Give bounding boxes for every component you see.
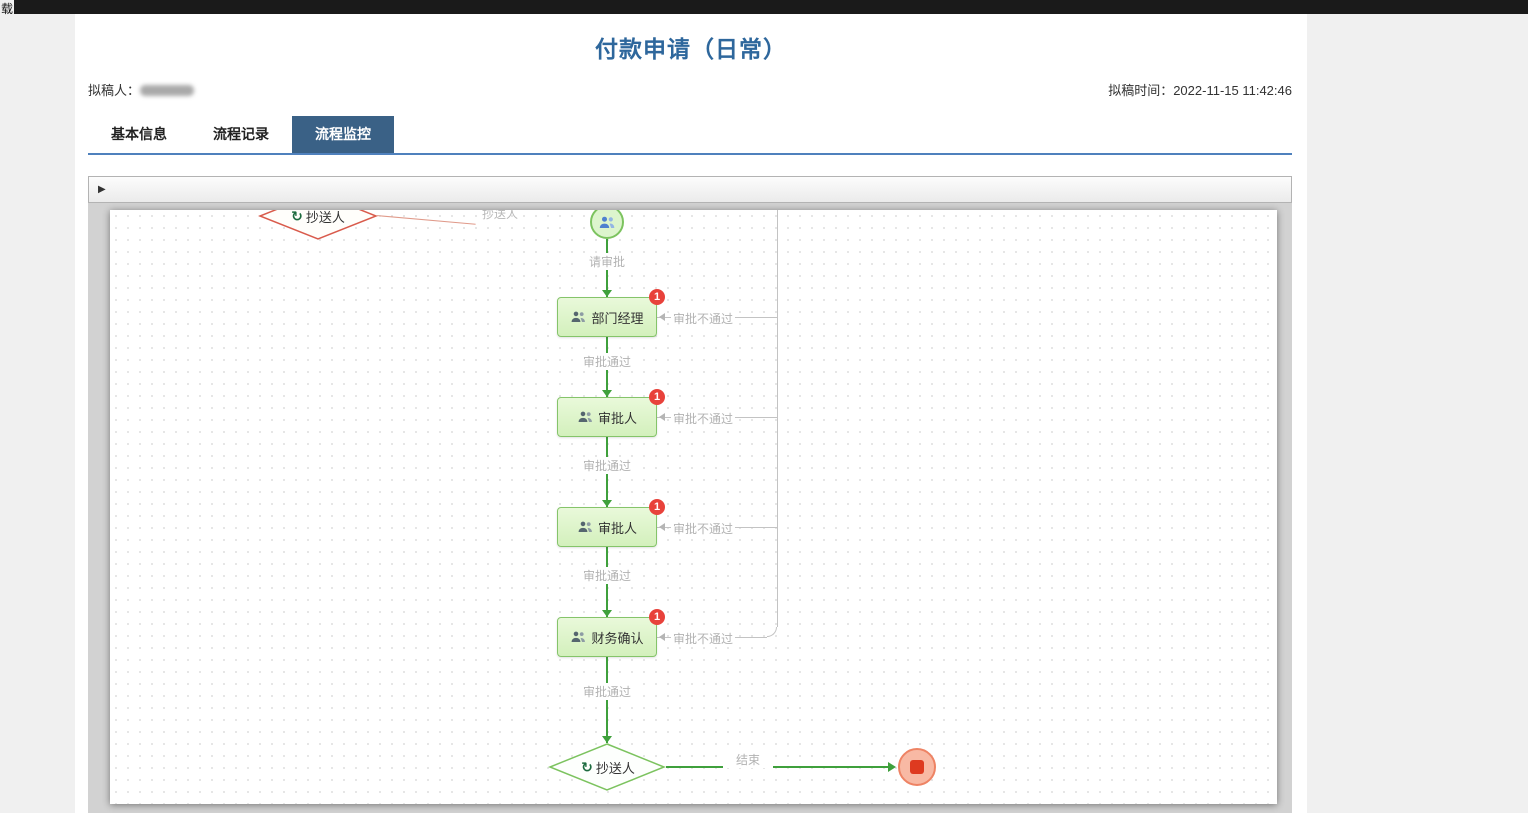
clipped-loading-text: 载: [1, 2, 14, 16]
node-label-row: ↻抄送人: [548, 743, 668, 791]
edge-label-pass: 审批通过: [577, 457, 637, 474]
edge-label-pass: 审批通过: [577, 353, 637, 370]
cc-node-top-clipped[interactable]: ↻抄送人: [258, 210, 378, 240]
arrow-down-icon: [602, 290, 612, 297]
edge-label-end: 结束: [723, 751, 773, 768]
users-icon: [570, 631, 586, 643]
copy-icon: ↻: [581, 758, 593, 775]
page-title: 付款申请（日常）: [595, 36, 787, 62]
users-icon: [577, 411, 593, 423]
edge-reject-corner: [767, 627, 777, 637]
arrow-down-icon: [602, 736, 612, 743]
flow-node-approver-2[interactable]: 审批人: [557, 507, 657, 547]
browser-top-bar: [14, 0, 1528, 14]
flow-node-approver-1[interactable]: 审批人: [557, 397, 657, 437]
flow-node-department-manager[interactable]: 部门经理: [557, 297, 657, 337]
expand-toolbar-icon[interactable]: ▶: [98, 184, 106, 195]
draft-time-field: 拟稿时间：2022-11-15 11:42:46: [1108, 83, 1292, 98]
end-node[interactable]: [898, 748, 936, 786]
pending-count-badge: 1: [649, 609, 665, 625]
edge-end: [666, 766, 890, 768]
tab-process-monitor[interactable]: 流程监控: [292, 116, 394, 153]
edge-label-reject: 审批不通过: [671, 310, 736, 327]
node-label: 抄送人: [595, 760, 635, 776]
drafter-label: 拟稿人：: [88, 83, 141, 98]
tab-underline: [88, 153, 1292, 155]
arrow-down-icon: [602, 610, 612, 617]
node-label: 部门经理: [591, 310, 644, 326]
edge-label-reject: 审批不通过: [671, 410, 736, 427]
cc-node-bottom[interactable]: ↻抄送人: [548, 743, 668, 791]
users-icon: [577, 521, 593, 533]
flow-node-finance-confirm[interactable]: 财务确认: [557, 617, 657, 657]
edge-reject-trunk: [777, 210, 778, 627]
arrow-down-icon: [602, 500, 612, 507]
node-label: 财务确认: [591, 630, 644, 646]
edge-label-pass: 审批通过: [577, 567, 637, 584]
diagram-toolbar: ▶: [88, 176, 1292, 203]
start-node[interactable]: [590, 210, 624, 239]
tab-process-record[interactable]: 流程记录: [213, 126, 269, 142]
node-label-row: ↻抄送人: [258, 210, 378, 240]
pending-count-badge: 1: [649, 289, 665, 305]
edge-label-start: 请审批: [577, 253, 637, 270]
tab-basic-info[interactable]: 基本信息: [111, 126, 167, 142]
form-content-panel: 付款申请（日常） 拟稿人： 拟稿时间：2022-11-15 11:42:46 基…: [75, 14, 1307, 813]
pending-count-badge: 1: [649, 389, 665, 405]
node-label: 审批人: [597, 520, 637, 536]
edge-reject-red: [375, 215, 476, 225]
edge-label-reject: 审批不通过: [671, 630, 736, 647]
arrow-left-icon: [659, 633, 665, 641]
flowchart-canvas[interactable]: ↻抄送人 抄送人: [110, 210, 1277, 804]
users-icon: [598, 216, 616, 229]
arrow-right-icon: [888, 762, 896, 772]
users-icon: [570, 311, 586, 323]
copy-icon: ↻: [291, 210, 303, 224]
node-label: 抄送人: [305, 210, 345, 225]
diamond-shape: [258, 210, 378, 240]
arrow-left-icon: [659, 413, 665, 421]
tab-bar: 基本信息 流程记录 流程监控: [88, 116, 394, 153]
node-label: 审批人: [597, 410, 637, 426]
canvas-viewport: ↻抄送人 抄送人: [88, 203, 1292, 813]
arrow-left-icon: [659, 523, 665, 531]
drafter-name-redacted: [140, 85, 195, 96]
diamond-shape: [548, 743, 666, 791]
edge-label-clipped: 抄送人: [482, 210, 519, 221]
pending-count-badge: 1: [649, 499, 665, 515]
drafter-field: 拟稿人：: [88, 80, 195, 99]
edge-pass: [606, 657, 608, 743]
edge-label-reject: 审批不通过: [671, 520, 736, 537]
stop-icon: [910, 760, 924, 774]
arrow-down-icon: [602, 390, 612, 397]
arrow-left-icon: [659, 313, 665, 321]
edge-label-pass: 审批通过: [577, 683, 637, 700]
